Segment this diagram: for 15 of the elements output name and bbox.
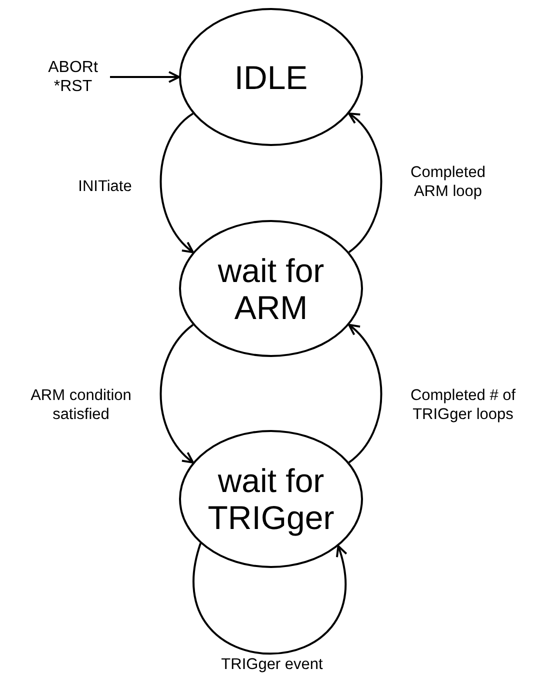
edge-label: Completed # of TRIGger loops xyxy=(409,386,517,424)
edge-label: Completed ARM loop xyxy=(410,163,486,201)
transition-arrow xyxy=(160,112,194,254)
state-name: wait for ARM xyxy=(216,252,326,326)
state-name: wait for TRIGger xyxy=(206,462,336,536)
transition-arrow xyxy=(160,324,194,464)
edge-label: ARM condition satisfied xyxy=(30,386,132,424)
edge-label: TRIGger event xyxy=(220,655,324,674)
transition-arrow xyxy=(348,324,382,464)
command-label: ABORt *RST xyxy=(47,58,99,96)
edge-label: INITiate xyxy=(77,177,133,196)
transition-arrow xyxy=(348,112,382,253)
state-name: IDLE xyxy=(233,58,309,96)
transition-arrow xyxy=(192,543,346,655)
transition-arrow xyxy=(110,71,180,83)
